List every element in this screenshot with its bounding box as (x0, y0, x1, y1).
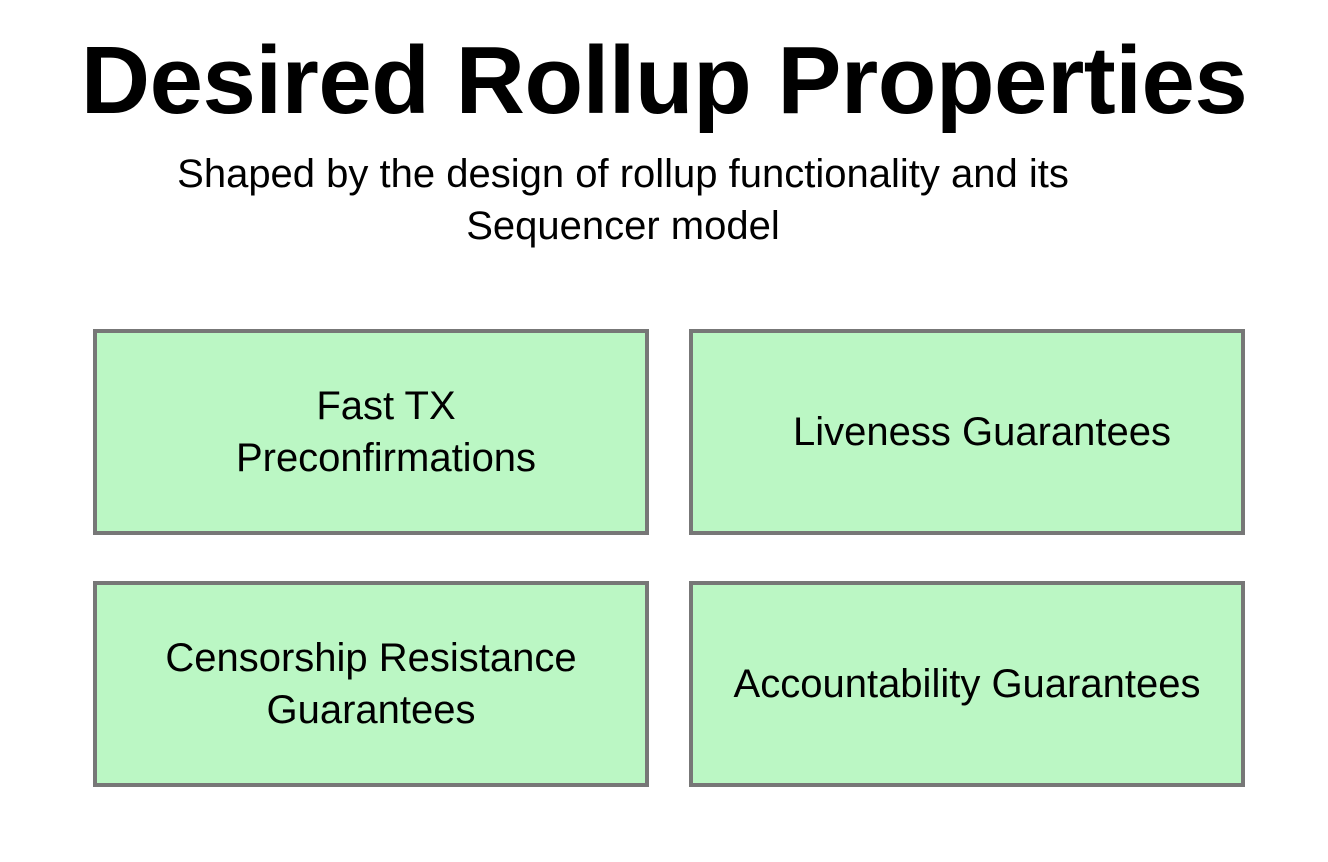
page-title: Desired Rollup Properties (80, 27, 1248, 134)
page-subtitle: Shaped by the design of rollup functiona… (177, 152, 1069, 248)
property-label: Liveness Guarantees (792, 410, 1171, 454)
property-label: Censorship Resistance Guarantees (165, 636, 577, 732)
property-box-censorship-resistance: Censorship Resistance Guarantees (93, 581, 649, 787)
property-box-liveness-guarantees: Liveness Guarantees (689, 329, 1245, 535)
property-label: Fast TX Preconfirmations (235, 384, 537, 480)
property-box-accountability-guarantees: Accountability Guarantees (689, 581, 1245, 787)
property-box-fast-tx-preconfirmations: Fast TX Preconfirmations (93, 329, 649, 535)
property-label: Accountability Guarantees (733, 662, 1201, 706)
